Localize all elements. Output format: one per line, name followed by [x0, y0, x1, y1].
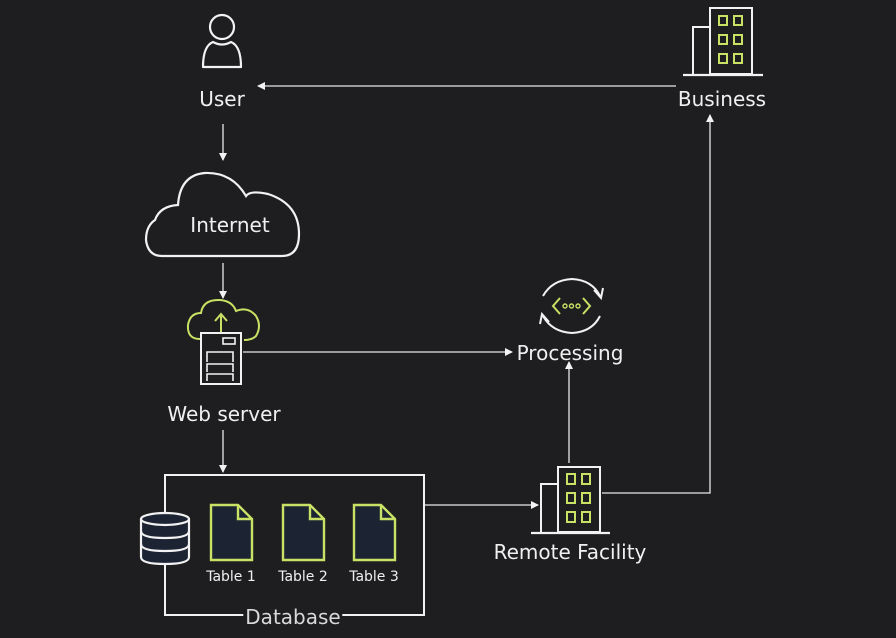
- building-icon: [531, 466, 610, 535]
- building-icon: [683, 7, 763, 77]
- user-label: User: [199, 87, 245, 111]
- person-icon: [201, 13, 243, 69]
- internet-label: Internet: [190, 213, 270, 237]
- table-3-label: Table 3: [349, 569, 399, 585]
- table-1-label: Table 1: [206, 569, 256, 585]
- edge-remote-to-business: [602, 114, 714, 494]
- document-icon: [352, 503, 397, 562]
- processing-label: Processing: [516, 341, 624, 365]
- business-label: Business: [677, 87, 767, 111]
- database-icon: [139, 511, 191, 566]
- remote-facility-label: Remote Facility: [493, 540, 647, 564]
- document-icon: [281, 503, 326, 562]
- document-icon: [209, 503, 254, 562]
- table-2-label: Table 2: [278, 569, 328, 585]
- cloud-server-icon: [186, 298, 260, 385]
- database-label: Database: [243, 605, 343, 629]
- cloud-icon: [144, 171, 301, 258]
- web-server-label: Web server: [167, 402, 281, 426]
- code-cycle-icon: [539, 277, 604, 335]
